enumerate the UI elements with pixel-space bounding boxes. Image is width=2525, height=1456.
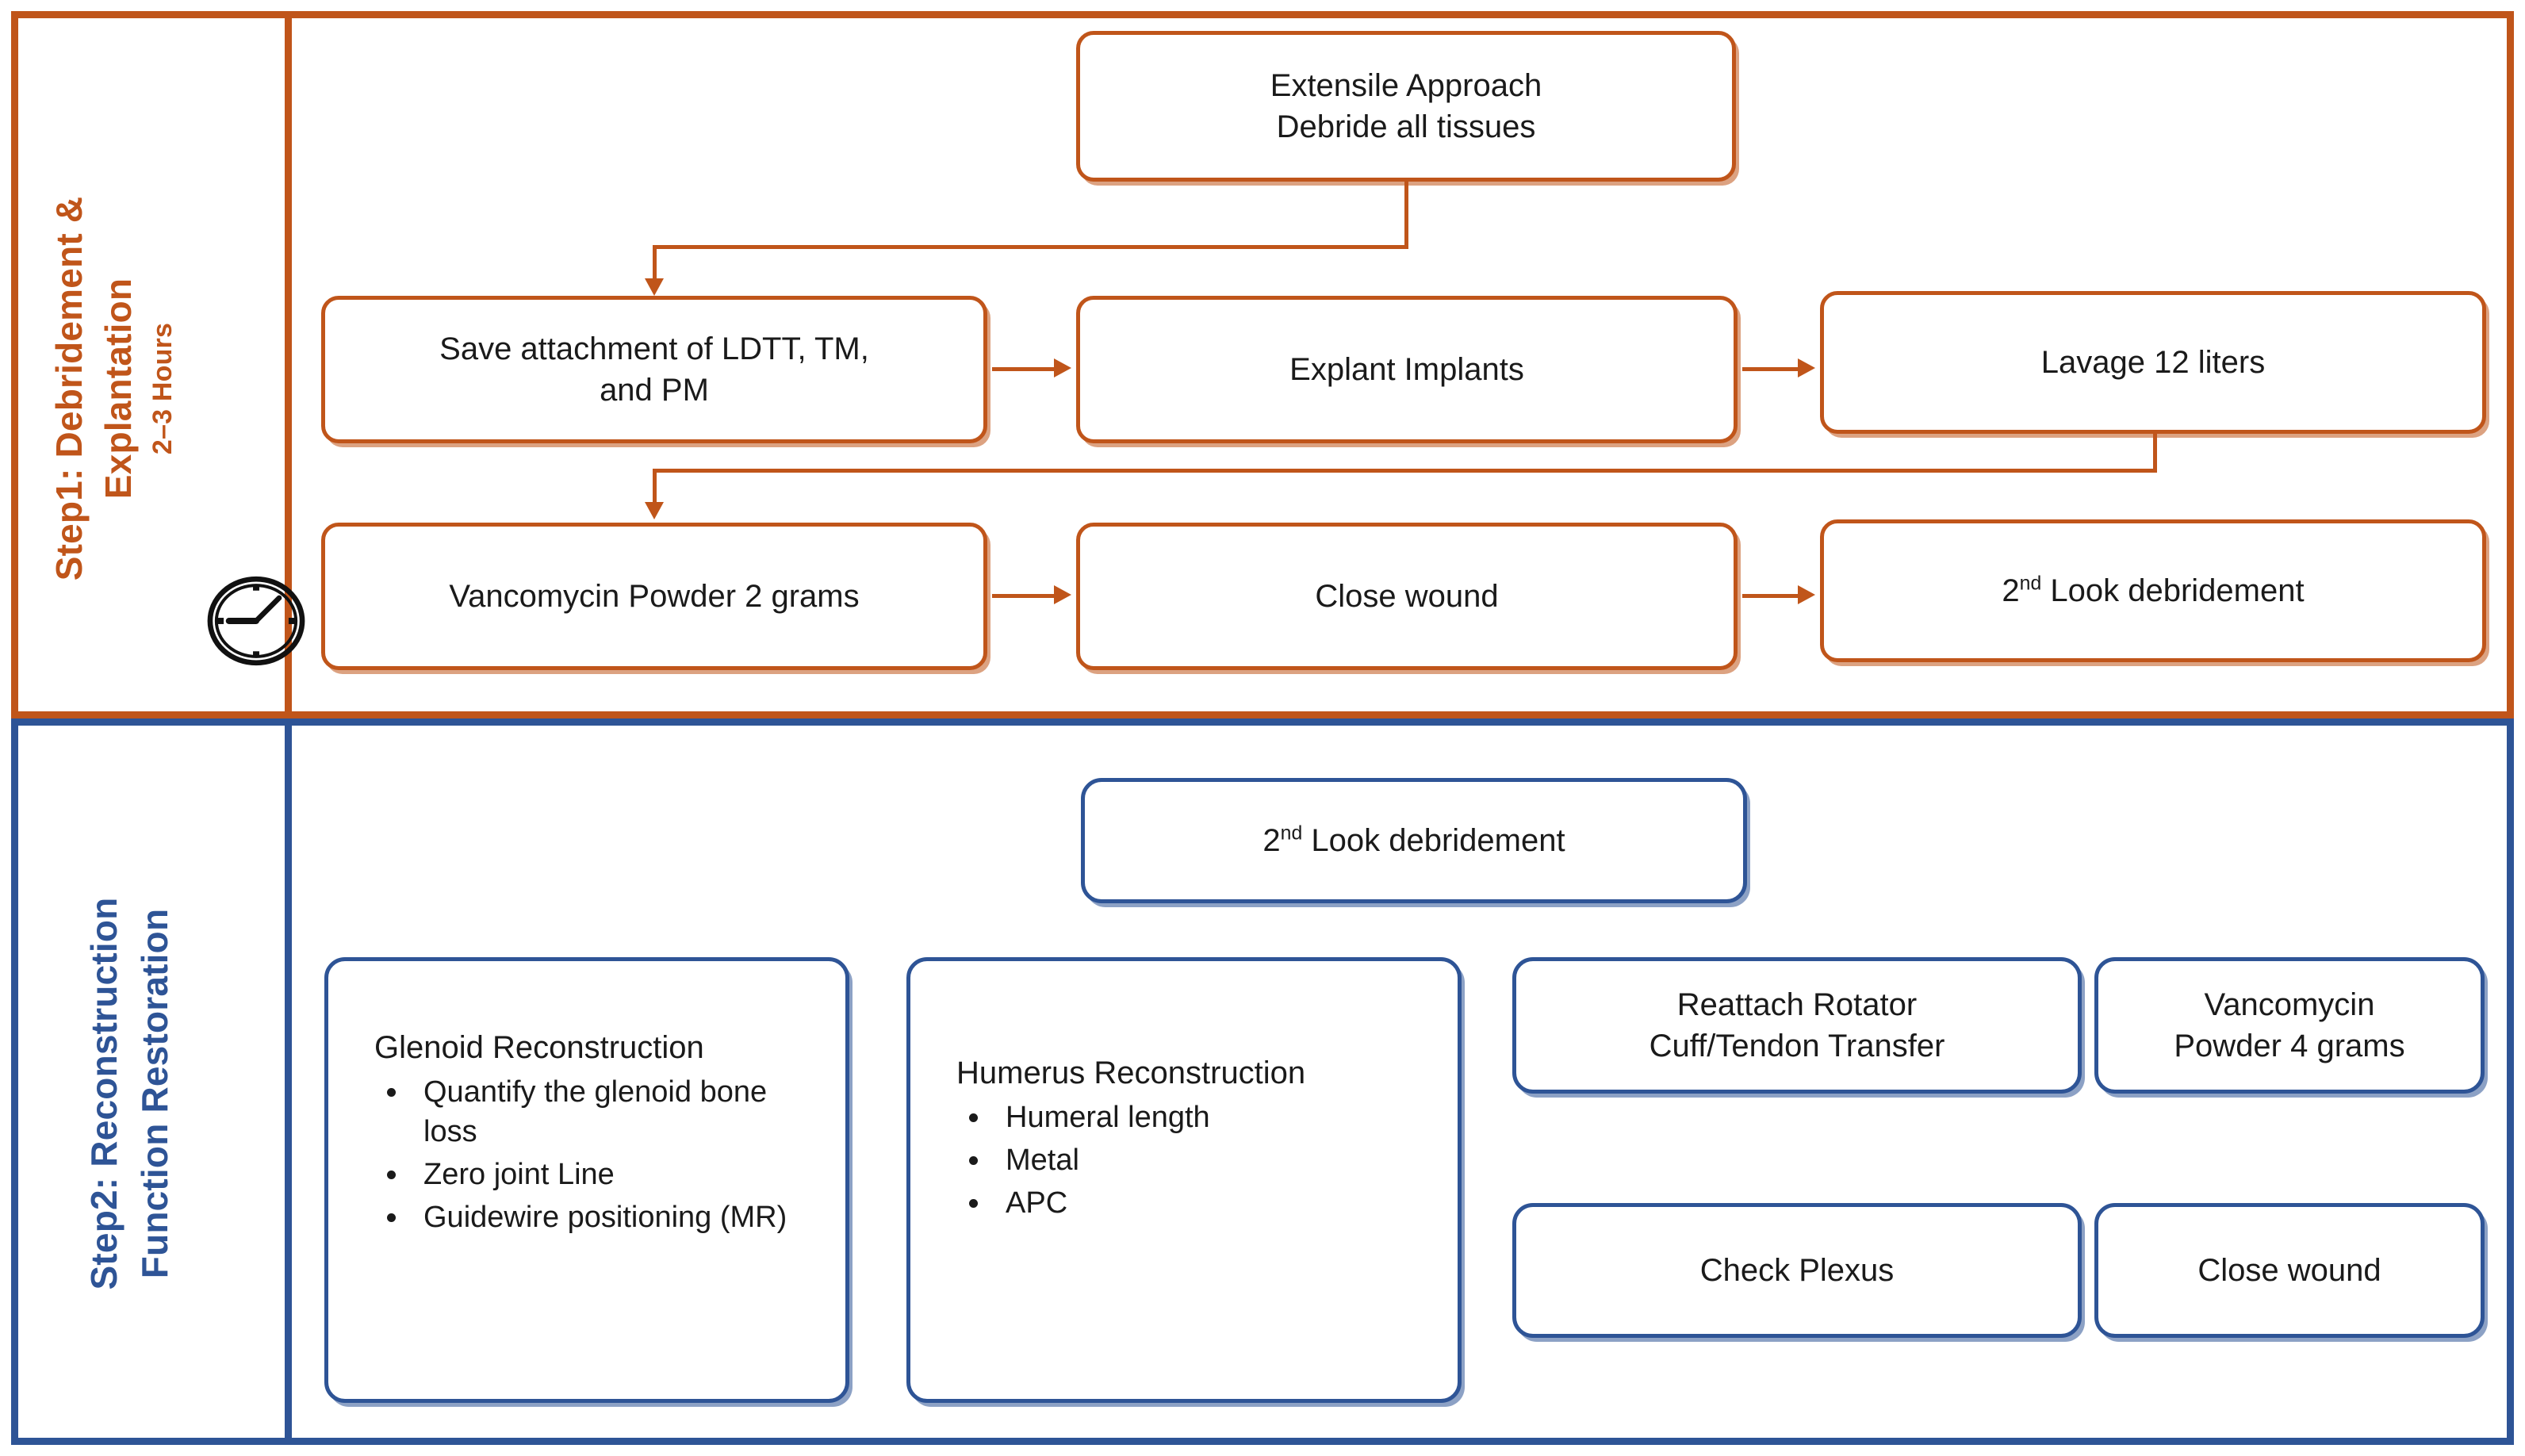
connector-into-vancomycin [653,469,657,505]
glenoid-title: Glenoid Reconstruction [374,1030,704,1065]
second-look-step2-sup: nd [1280,822,1303,845]
save-attachment-line1: Save attachment of LDTT, TM, [439,331,869,366]
connector-into-save [653,245,657,282]
reattach-line2: Cuff/Tendon Transfer [1649,1029,1945,1063]
box-close-wound-step2[interactable]: Close wound [2094,1203,2485,1338]
box-close-wound-step1[interactable]: Close wound [1076,523,1738,670]
arrowhead-close-wound [1054,585,1071,604]
arrowhead-lavage [1798,358,1815,377]
connector-lavage-left [653,469,2157,473]
extensile-line1: Extensile Approach [1270,68,1542,103]
arrowhead-into-vancomycin [645,502,664,519]
arrowhead-explant [1054,358,1071,377]
step1-panel: Step1: Debridement & Explantation 2–3 Ho… [11,11,2514,718]
glenoid-bullet-list: Quantify the glenoid bone loss Zero join… [355,1072,818,1237]
arrowhead-second-look [1798,585,1815,604]
second-look-step2-suffix: Look debridement [1302,823,1565,858]
step2-panel: Step2: Reconstruction Function Restorati… [11,718,2514,1445]
close-wound-step2-label: Close wound [2197,1253,2381,1288]
step2-sidebar-title: Step2: Reconstruction Function Restorati… [79,776,180,1411]
list-item: Quantify the glenoid bone loss [382,1072,818,1151]
step1-title-line1: Step1: Debridement & [48,196,90,581]
reattach-line1: Reattach Rotator [1676,987,1918,1022]
arrowhead-into-save [645,278,664,296]
box-humerus-reconstruction[interactable]: Humerus Reconstruction Humeral length Me… [906,957,1462,1403]
close-wound-step1-label: Close wound [1315,579,1499,614]
box-save-attachment[interactable]: Save attachment of LDTT, TM, and PM [321,296,987,443]
step1-sidebar-title: Step1: Debridement & Explantation 2–3 Ho… [44,71,182,706]
save-attachment-line2: and PM [600,373,709,408]
list-item: Zero joint Line [382,1155,818,1194]
list-item: APC [964,1183,1431,1223]
second-look-step2-prefix: 2 [1262,823,1281,858]
second-look-step1-suffix: Look debridement [2041,573,2305,608]
box-second-look-step2[interactable]: 2nd Look debridement [1081,778,1747,903]
step1-title-line2: Explantation [98,278,139,500]
list-item: Metal [964,1140,1431,1180]
list-item: Guidewire positioning (MR) [382,1197,818,1237]
connector-extensile-left [653,245,1408,249]
step1-sidebar-divider [285,18,292,711]
connector-explant-to-lavage [1742,367,1801,371]
step2-title-line1: Step2: Reconstruction [83,897,125,1290]
humerus-title: Humerus Reconstruction [956,1056,1306,1090]
vancomycin4-line1: Vancomycin [2204,987,2375,1022]
explant-label: Explant Implants [1289,352,1524,387]
lavage-label: Lavage 12 liters [2040,345,2266,380]
connector-close-to-secondlook [1742,594,1801,598]
vancomycin2-label: Vancomycin Powder 2 grams [449,579,860,614]
connector-extensile-down [1404,182,1408,248]
step2-title-line2: Function Restoration [134,908,175,1279]
connector-vanco-to-close [992,594,1057,598]
box-reattach-rotator-cuff[interactable]: Reattach Rotator Cuff/Tendon Transfer [1512,957,2082,1094]
humerus-bullet-list: Humeral length Metal APC [937,1098,1431,1223]
box-second-look-step1[interactable]: 2nd Look debridement [1820,519,2486,662]
box-check-plexus[interactable]: Check Plexus [1512,1203,2082,1338]
check-plexus-label: Check Plexus [1699,1253,1895,1288]
list-item: Humeral length [964,1098,1431,1137]
box-vancomycin-4g[interactable]: Vancomycin Powder 4 grams [2094,957,2485,1094]
step1-duration: 2–3 Hours [148,322,178,455]
connector-lavage-down [2153,434,2157,472]
connector-save-to-explant [992,367,1057,371]
second-look-step1-sup: nd [2019,573,2042,595]
box-lavage[interactable]: Lavage 12 liters [1820,291,2486,434]
second-look-step1-prefix: 2 [2002,573,2020,608]
box-vancomycin-2g[interactable]: Vancomycin Powder 2 grams [321,523,987,670]
box-extensile-approach[interactable]: Extensile Approach Debride all tissues [1076,31,1736,182]
box-explant-implants[interactable]: Explant Implants [1076,296,1738,443]
clock-icon [204,569,308,673]
extensile-line2: Debride all tissues [1276,109,1536,144]
vancomycin4-line2: Powder 4 grams [2174,1029,2405,1063]
box-glenoid-reconstruction[interactable]: Glenoid Reconstruction Quantify the glen… [324,957,849,1403]
step2-sidebar-divider [285,726,292,1438]
